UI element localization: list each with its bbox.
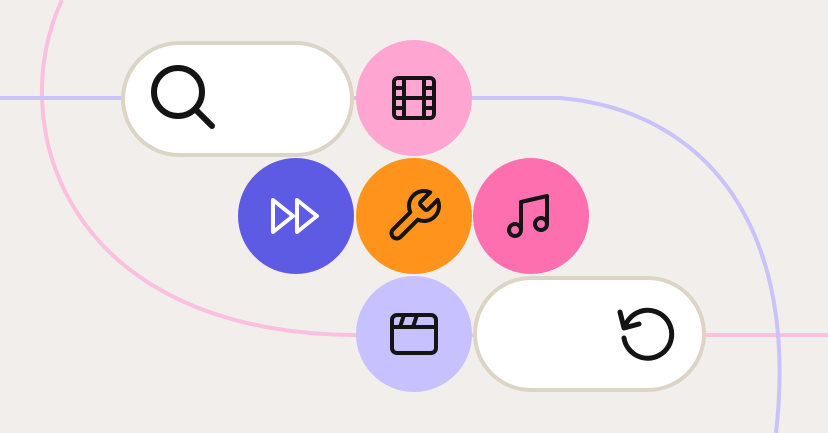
rotate-ccw-icon bbox=[617, 307, 675, 361]
film-button[interactable] bbox=[356, 40, 472, 156]
video-window-icon bbox=[390, 313, 438, 355]
film-strip-icon bbox=[392, 76, 436, 120]
music-note-icon bbox=[507, 194, 549, 238]
video-player-button[interactable] bbox=[356, 276, 472, 392]
fast-forward-icon bbox=[271, 198, 319, 234]
lavender-curve-line bbox=[0, 96, 782, 433]
wrench-icon bbox=[389, 189, 441, 241]
fast-forward-button[interactable] bbox=[238, 158, 354, 274]
pink-curve-line bbox=[39, 0, 828, 337]
settings-button[interactable] bbox=[356, 158, 472, 274]
search-button[interactable] bbox=[121, 41, 354, 157]
music-button[interactable] bbox=[473, 158, 589, 274]
replay-button[interactable] bbox=[473, 276, 706, 392]
search-icon bbox=[151, 65, 215, 129]
